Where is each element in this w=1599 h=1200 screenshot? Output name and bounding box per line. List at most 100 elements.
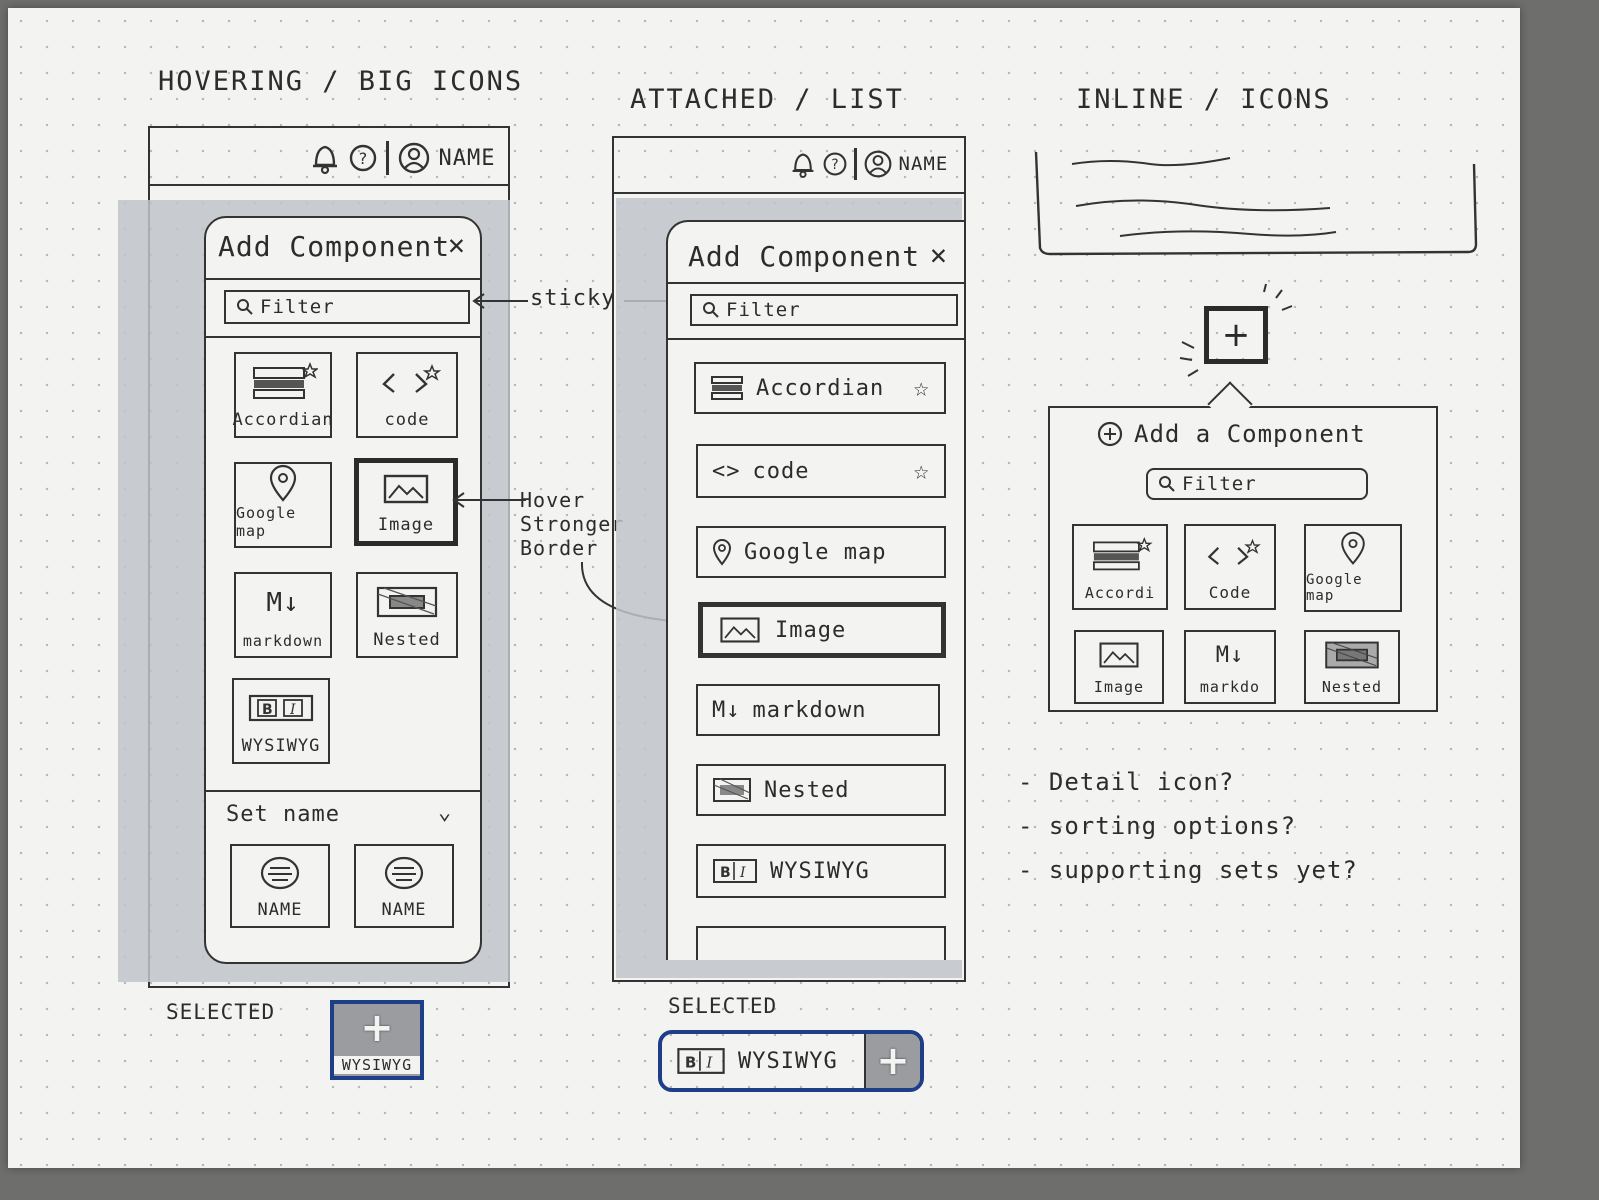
- attached-selected-label: SELECTED: [668, 994, 778, 1018]
- bell-icon[interactable]: [310, 141, 340, 175]
- tile-label: Accordi: [1084, 584, 1156, 602]
- inline-glow-marks: [1174, 280, 1304, 390]
- row-google-map[interactable]: Google map: [696, 526, 946, 578]
- tile-label: NAME: [257, 900, 303, 920]
- hovering-topbar-divider: [148, 184, 510, 186]
- hovering-topbar: ? NAME: [310, 141, 495, 175]
- set-divider: [206, 790, 480, 792]
- popup-header: Add a Component: [1096, 420, 1366, 448]
- heading-inline: INLINE / ICONS: [1076, 84, 1332, 115]
- inline-tile-google-map[interactable]: Google map: [1304, 524, 1402, 612]
- user-avatar-icon[interactable]: [397, 141, 431, 175]
- svg-text:I: I: [289, 702, 297, 718]
- filter-divider: [206, 336, 480, 338]
- accordion-icon: [710, 374, 744, 402]
- plus-icon[interactable]: +: [864, 1034, 920, 1088]
- tile-label: markdo: [1199, 678, 1261, 696]
- inline-tile-image[interactable]: Image: [1074, 630, 1164, 704]
- filter-placeholder: Filter: [1182, 473, 1257, 495]
- row-label: markdown: [752, 697, 867, 723]
- filter-divider: [668, 338, 964, 340]
- svg-text:B: B: [262, 702, 274, 718]
- star-icon[interactable]: ☆: [913, 456, 930, 486]
- attached-app-frame: [612, 136, 966, 982]
- inline-tile-markdown[interactable]: M↓ markdo: [1184, 630, 1276, 704]
- code-icon: [1197, 526, 1263, 583]
- nested-icon: [1321, 632, 1383, 678]
- row-label: Image: [775, 617, 847, 643]
- inline-add-component-popup: Add a Component Filter Accordi Code Goog…: [1048, 381, 1438, 712]
- markdown-icon: M↓: [712, 697, 741, 723]
- tile-nested[interactable]: Nested: [356, 572, 458, 658]
- help-icon[interactable]: ?: [822, 151, 848, 177]
- help-icon[interactable]: ?: [348, 143, 378, 173]
- row-image-hovered[interactable]: Image: [698, 602, 946, 658]
- bell-icon[interactable]: [790, 149, 816, 179]
- set-tile-name-2[interactable]: NAME: [354, 844, 454, 928]
- row-markdown[interactable]: M↓ markdown: [696, 684, 940, 736]
- set-name-label[interactable]: Set name: [226, 802, 340, 827]
- map-pin-icon: [1335, 526, 1371, 572]
- user-name[interactable]: NAME: [898, 153, 949, 175]
- code-icon: <>: [712, 458, 741, 484]
- code-icon: [372, 354, 442, 410]
- filter-input[interactable]: Filter: [224, 290, 470, 324]
- chevron-down-icon[interactable]: ⌄: [438, 800, 453, 825]
- tile-label: Image: [377, 515, 435, 535]
- set-tile-name-1[interactable]: NAME: [230, 844, 330, 928]
- tile-markdown[interactable]: M↓ markdown: [234, 572, 332, 658]
- tile-accordian[interactable]: Accordian: [232, 352, 334, 438]
- svg-text:B: B: [685, 1053, 696, 1071]
- inline-tile-code[interactable]: Code: [1184, 524, 1276, 610]
- selected-item-label: WYSIWYG: [334, 1056, 420, 1074]
- svg-text:?: ?: [831, 157, 839, 173]
- hovering-selected-item[interactable]: + WYSIWYG: [330, 1000, 424, 1080]
- tile-label: Nested: [373, 630, 441, 650]
- filter-input[interactable]: Filter: [690, 294, 958, 326]
- tile-google-map[interactable]: Google map: [234, 462, 332, 548]
- attached-topbar: ? NAME: [790, 148, 948, 180]
- map-pin-icon: [712, 538, 732, 566]
- sticky-annotation: sticky: [530, 286, 616, 311]
- user-name[interactable]: NAME: [438, 145, 496, 171]
- filter-input[interactable]: Filter: [1146, 468, 1368, 500]
- inline-add-button[interactable]: +: [1204, 306, 1268, 364]
- plus-circle-icon: [1096, 420, 1124, 448]
- tile-label: Google map: [1306, 572, 1363, 604]
- row-accordian[interactable]: Accordian ☆: [694, 362, 946, 414]
- markdown-icon: M↓: [1215, 642, 1245, 668]
- row-label: Accordian: [756, 375, 885, 401]
- tile-label: Nested: [1321, 678, 1383, 696]
- tile-label: Accordian: [232, 410, 334, 430]
- heading-attached: ATTACHED / LIST: [630, 84, 904, 115]
- topbar-separator: [386, 141, 389, 175]
- panel-header-divider: [668, 282, 964, 284]
- row-nested[interactable]: Nested: [696, 764, 946, 816]
- row-label: Nested: [764, 777, 850, 803]
- row-label: WYSIWYG: [770, 858, 870, 884]
- topbar-separator: [854, 148, 857, 180]
- inline-tile-nested[interactable]: Nested: [1304, 630, 1400, 704]
- panel-title: Add Component: [688, 240, 921, 273]
- close-icon[interactable]: ✕: [448, 228, 466, 261]
- plus-icon[interactable]: +: [360, 1005, 394, 1051]
- accordion-icon: [248, 354, 318, 410]
- tile-code[interactable]: code: [356, 352, 458, 438]
- tile-image-hovered[interactable]: Image: [354, 458, 458, 546]
- filter-placeholder: Filter: [260, 296, 335, 318]
- close-icon[interactable]: ✕: [930, 238, 948, 271]
- image-icon: [717, 615, 763, 645]
- image-icon: [381, 463, 431, 515]
- star-icon[interactable]: ☆: [913, 373, 930, 403]
- markdown-icon: M↓: [266, 588, 300, 618]
- note-supporting-sets: - supporting sets yet?: [1018, 856, 1358, 884]
- search-icon: [702, 301, 720, 319]
- user-avatar-icon[interactable]: [863, 149, 893, 179]
- row-code[interactable]: <> code ☆: [696, 444, 946, 498]
- inline-tile-accordi[interactable]: Accordi: [1072, 524, 1168, 610]
